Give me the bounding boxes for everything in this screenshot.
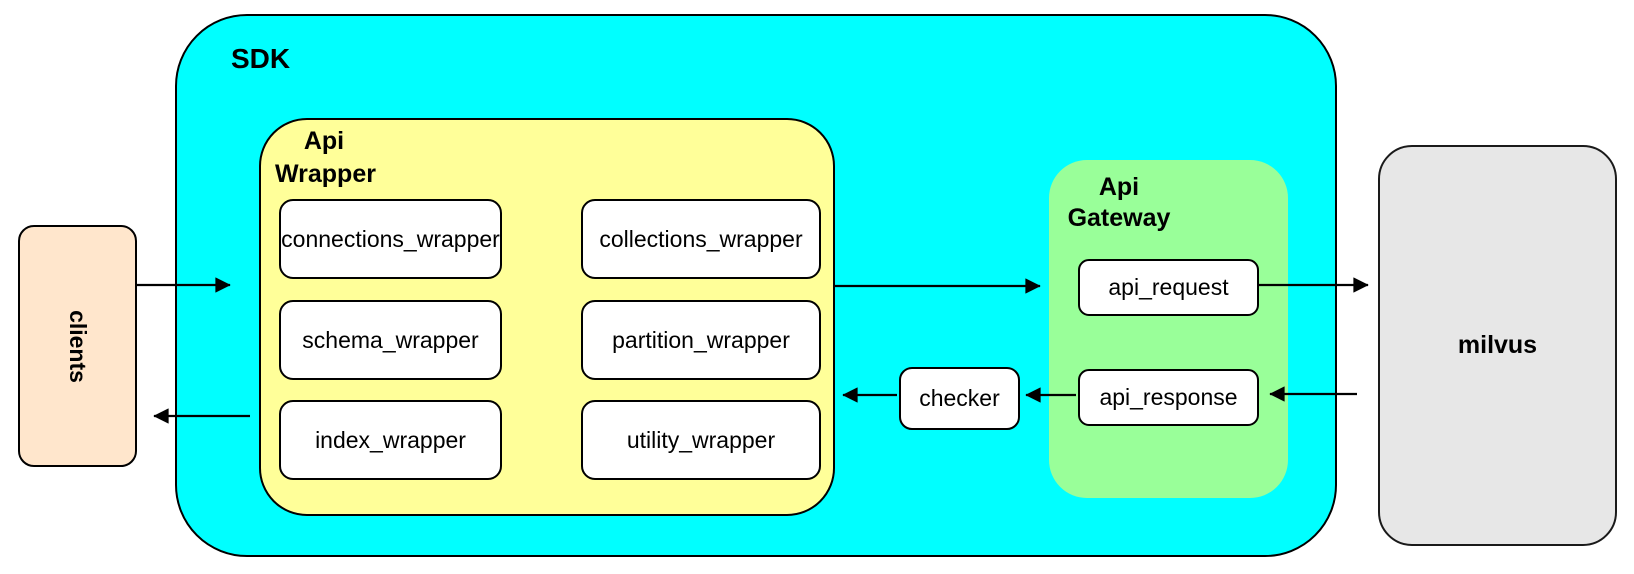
collections-wrapper-label: collections_wrapper [599,225,803,252]
connections-wrapper-node: connections_wrapper [279,199,502,279]
api-gateway-label: Api Gateway [1067,173,1171,233]
clients-label: clients [65,309,91,383]
index-wrapper-node: index_wrapper [279,400,502,480]
milvus-label: milvus [1457,331,1538,359]
api-wrapper-label: Api Wrapper [275,127,376,188]
utility-wrapper-label: utility_wrapper [626,426,776,453]
checker-node: checker [899,367,1020,430]
api-response-node: api_response [1078,369,1259,426]
api-wrapper-container: Api Wrapper connections_wrapper collecti… [259,118,835,516]
schema-wrapper-label: schema_wrapper [302,326,479,353]
schema-wrapper-node: schema_wrapper [279,300,502,380]
partition-wrapper-node: partition_wrapper [581,300,821,380]
api-gateway-container: Api Gateway api_request api_response [1049,160,1288,498]
connections-wrapper-label: connections_wrapper [281,225,500,252]
sdk-container: SDK Api Wrapper connections_wrapper coll… [175,14,1337,557]
api-request-node: api_request [1078,259,1259,316]
sdk-label: SDK [231,43,291,74]
collections-wrapper-node: collections_wrapper [581,199,821,279]
partition-wrapper-label: partition_wrapper [612,326,790,353]
api-request-label: api_request [1108,274,1229,300]
index-wrapper-label: index_wrapper [315,426,466,453]
api-response-label: api_response [1099,384,1238,410]
utility-wrapper-node: utility_wrapper [581,400,821,480]
clients-node: clients [18,225,137,467]
milvus-node: milvus [1378,145,1617,546]
checker-label: checker [919,385,1000,411]
